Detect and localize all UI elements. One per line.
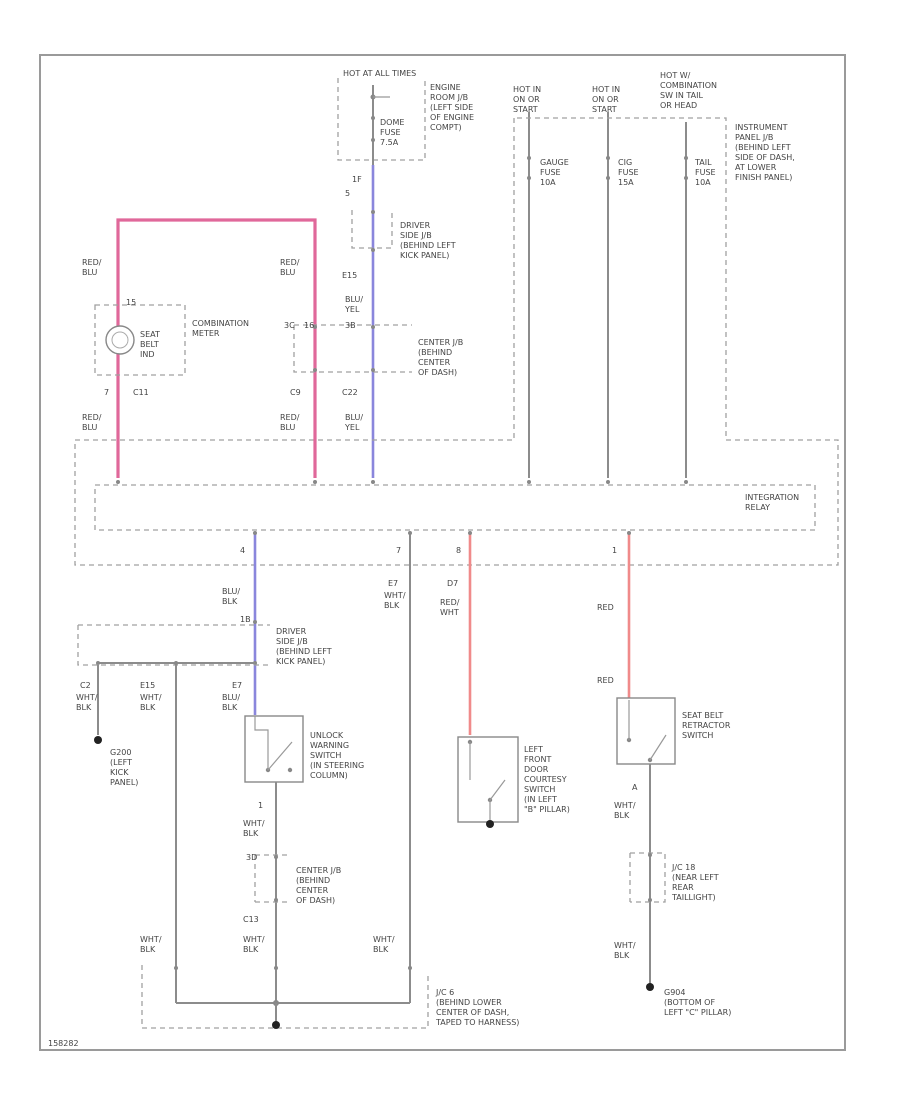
pin-7-label: 7 xyxy=(104,388,109,397)
seat-belt-retractor-switch xyxy=(616,697,676,765)
wire-wht-blk-1: WHT/ BLK xyxy=(384,591,408,610)
conn-3d-label: 3D xyxy=(246,853,257,862)
conn-c2-label: C2 xyxy=(80,681,91,690)
wire-blu-blk-2: BLU/ BLK xyxy=(222,693,243,712)
jc6-label: J/C 6 (BEHIND LOWER CENTER OF DASH, TAPE… xyxy=(435,988,519,1027)
dome-fuse-label: DOME FUSE 7.5A xyxy=(380,118,407,147)
conn-3b-label: 3B xyxy=(345,321,356,330)
tail-fuse-label: TAIL FUSE 10A xyxy=(694,158,718,187)
door-courtesy-switch xyxy=(457,736,519,823)
wire-wht-blk-3: WHT/ BLK xyxy=(243,935,267,954)
driver-side-jb-bottom: C2 WHT/ BLK E15 WHT/ BLK G200 (LEFT KICK… xyxy=(76,624,270,1003)
ground-g200-label: G200 (LEFT KICK PANEL) xyxy=(110,748,138,787)
jc18-label: J/C 18 (NEAR LEFT REAR TAILLIGHT) xyxy=(671,863,721,902)
instrument-panel-jb-label: INSTRUMENT PANEL J/B (BEHIND LEFT SIDE O… xyxy=(735,123,797,182)
door-courtesy-switch-label: LEFT FRONT DOOR COURTESY SWITCH (IN LEFT… xyxy=(524,745,570,814)
pin-a-label: A xyxy=(632,783,638,792)
jc6-junction: WHT/ BLK J/C 6 (BEHIND LOWER CENTER OF D… xyxy=(140,935,519,1029)
dome-fuse-circuit: HOT AT ALL TIMES ENGINE ROOM J/B (LEFT S… xyxy=(337,69,477,478)
wire-blu-yel-1: BLU/ YEL xyxy=(344,295,366,314)
conn-e15-bottom-label: E15 xyxy=(140,681,155,690)
wire-wht-blk-4: WHT/ BLK xyxy=(373,935,397,954)
wire-wht-blk-e15: WHT/ BLK xyxy=(140,693,164,712)
wire-blu-yel-2: BLU/ YEL xyxy=(344,413,366,432)
door-courtesy-circuit: 8 D7 RED/ WHT LEFT FRONT DOOR COURTESY S… xyxy=(440,531,570,828)
conn-c13-label: C13 xyxy=(243,915,259,924)
wire-wht-blk-5: WHT/ BLK xyxy=(614,801,638,820)
pin7-ground-circuit: 7 E7 WHT/ BLK WHT/ BLK xyxy=(373,531,412,1003)
wire-wht-blk-6: WHT/ BLK xyxy=(614,941,638,960)
instrument-panel-jb: INSTRUMENT PANEL J/B (BEHIND LEFT SIDE O… xyxy=(74,117,839,566)
conn-e15-top-label: E15 xyxy=(342,271,357,280)
wire-wht-blk-c2: WHT/ BLK xyxy=(76,693,100,712)
conn-1f-pin: 5 xyxy=(345,189,350,198)
wire-blu-blk-1: BLU/ BLK xyxy=(222,587,243,606)
wire-red-blu-3: RED/ BLU xyxy=(82,413,104,432)
conn-e7-b-label: E7 xyxy=(388,579,398,588)
wire-red-2: RED xyxy=(597,676,614,685)
conn-1b-label: 1B xyxy=(240,615,251,624)
wire-red-blu-2: RED/ BLU xyxy=(280,258,302,277)
cig-fuse-circuit: HOT IN ON OR START CIG FUSE 15A xyxy=(592,85,641,478)
pin-1-label: 1 xyxy=(258,801,263,810)
seat-belt-retractor-circuit: 1 RED RED SEAT BELT RETRACTOR SWITCH A W… xyxy=(597,531,733,1017)
conn-c11-label: C11 xyxy=(133,388,149,397)
pin-1-top-label: 1 xyxy=(612,546,617,555)
wire-wht-blk-7: WHT/ BLK xyxy=(140,935,164,954)
unlock-warning-switch-label: UNLOCK WARNING SWITCH (IN STEERING COLUM… xyxy=(310,731,367,780)
seat-belt-retractor-label: SEAT BELT RETRACTOR SWITCH xyxy=(682,711,733,740)
wire-wht-blk-2: WHT/ BLK xyxy=(243,819,267,838)
diagram-frame xyxy=(39,54,846,1051)
center-jb-top: 3C 16 3B CENTER J/B (BEHIND CENTER OF DA… xyxy=(284,321,466,432)
driver-side-jb-bottom-label: DRIVER SIDE J/B (BEHIND LEFT KICK PANEL) xyxy=(276,627,334,666)
hot-at-all-times-label: HOT AT ALL TIMES xyxy=(343,69,416,78)
gauge-fuse-label: GAUGE FUSE 10A xyxy=(540,158,571,187)
wire-red-blu-4: RED/ BLU xyxy=(280,413,302,432)
conn-c9-label: C9 xyxy=(290,388,301,397)
conn-1f-label: 1F xyxy=(352,175,362,184)
hot-in-on-start-1-label: HOT IN ON OR START xyxy=(513,85,544,114)
unlock-warning-switch xyxy=(244,715,304,783)
engine-room-jb-label: ENGINE ROOM J/B (LEFT SIDE OF ENGINE COM… xyxy=(430,83,477,132)
conn-e7-a-label: E7 xyxy=(232,681,242,690)
center-jb-bottom-label: CENTER J/B (BEHIND CENTER OF DASH) xyxy=(296,866,344,905)
ground-g904-label: G904 (BOTTOM OF LEFT "C" PILLAR) xyxy=(664,988,731,1017)
figure-id: 158282 xyxy=(48,1039,79,1048)
combination-meter-label: COMBINATION METER xyxy=(192,319,252,338)
conn-c22-label: C22 xyxy=(342,388,358,397)
integration-relay: INTEGRATION RELAY xyxy=(94,480,816,531)
driver-side-jb-top: 1F 5 DRIVER SIDE J/B (BEHIND LEFT KICK P… xyxy=(342,175,458,314)
seat-belt-indicator-lamp xyxy=(105,325,135,355)
cig-fuse-label: CIG FUSE 15A xyxy=(618,158,641,187)
pin-7b-label: 7 xyxy=(396,546,401,555)
driver-side-jb-top-label: DRIVER SIDE J/B (BEHIND LEFT KICK PANEL) xyxy=(400,221,458,260)
hot-in-on-start-2-label: HOT IN ON OR START xyxy=(592,85,623,114)
center-jb-top-label: CENTER J/B (BEHIND CENTER OF DASH) xyxy=(418,338,466,377)
wire-red-wht: RED/ WHT xyxy=(440,598,462,617)
integration-relay-label: INTEGRATION RELAY xyxy=(745,493,802,512)
wire-red-1: RED xyxy=(597,603,614,612)
seat-belt-ind-label: SEAT BELT IND xyxy=(140,330,162,359)
gauge-fuse-circuit: HOT IN ON OR START GAUGE FUSE 10A xyxy=(513,85,571,478)
pin-4-label: 4 xyxy=(240,546,245,555)
pin-8b-label: 8 xyxy=(456,546,461,555)
combination-meter: 15 SEAT BELT IND COMBINATION METER RED/ … xyxy=(82,218,317,478)
conn-d7-label: D7 xyxy=(447,579,458,588)
hot-combination-label: HOT W/ COMBINATION SW IN TAIL OR HEAD xyxy=(660,71,720,110)
pin-16-label: 16 xyxy=(304,321,314,330)
tail-fuse-circuit: HOT W/ COMBINATION SW IN TAIL OR HEAD TA… xyxy=(660,71,720,478)
pin-15-label: 15 xyxy=(126,298,136,307)
unlock-warning-circuit: 4 BLU/ BLK 1B DRIVER SIDE J/B (BEHIND LE… xyxy=(222,531,367,1003)
conn-3c-label: 3C xyxy=(284,321,295,330)
wire-red-blu-1: RED/ BLU xyxy=(82,258,104,277)
